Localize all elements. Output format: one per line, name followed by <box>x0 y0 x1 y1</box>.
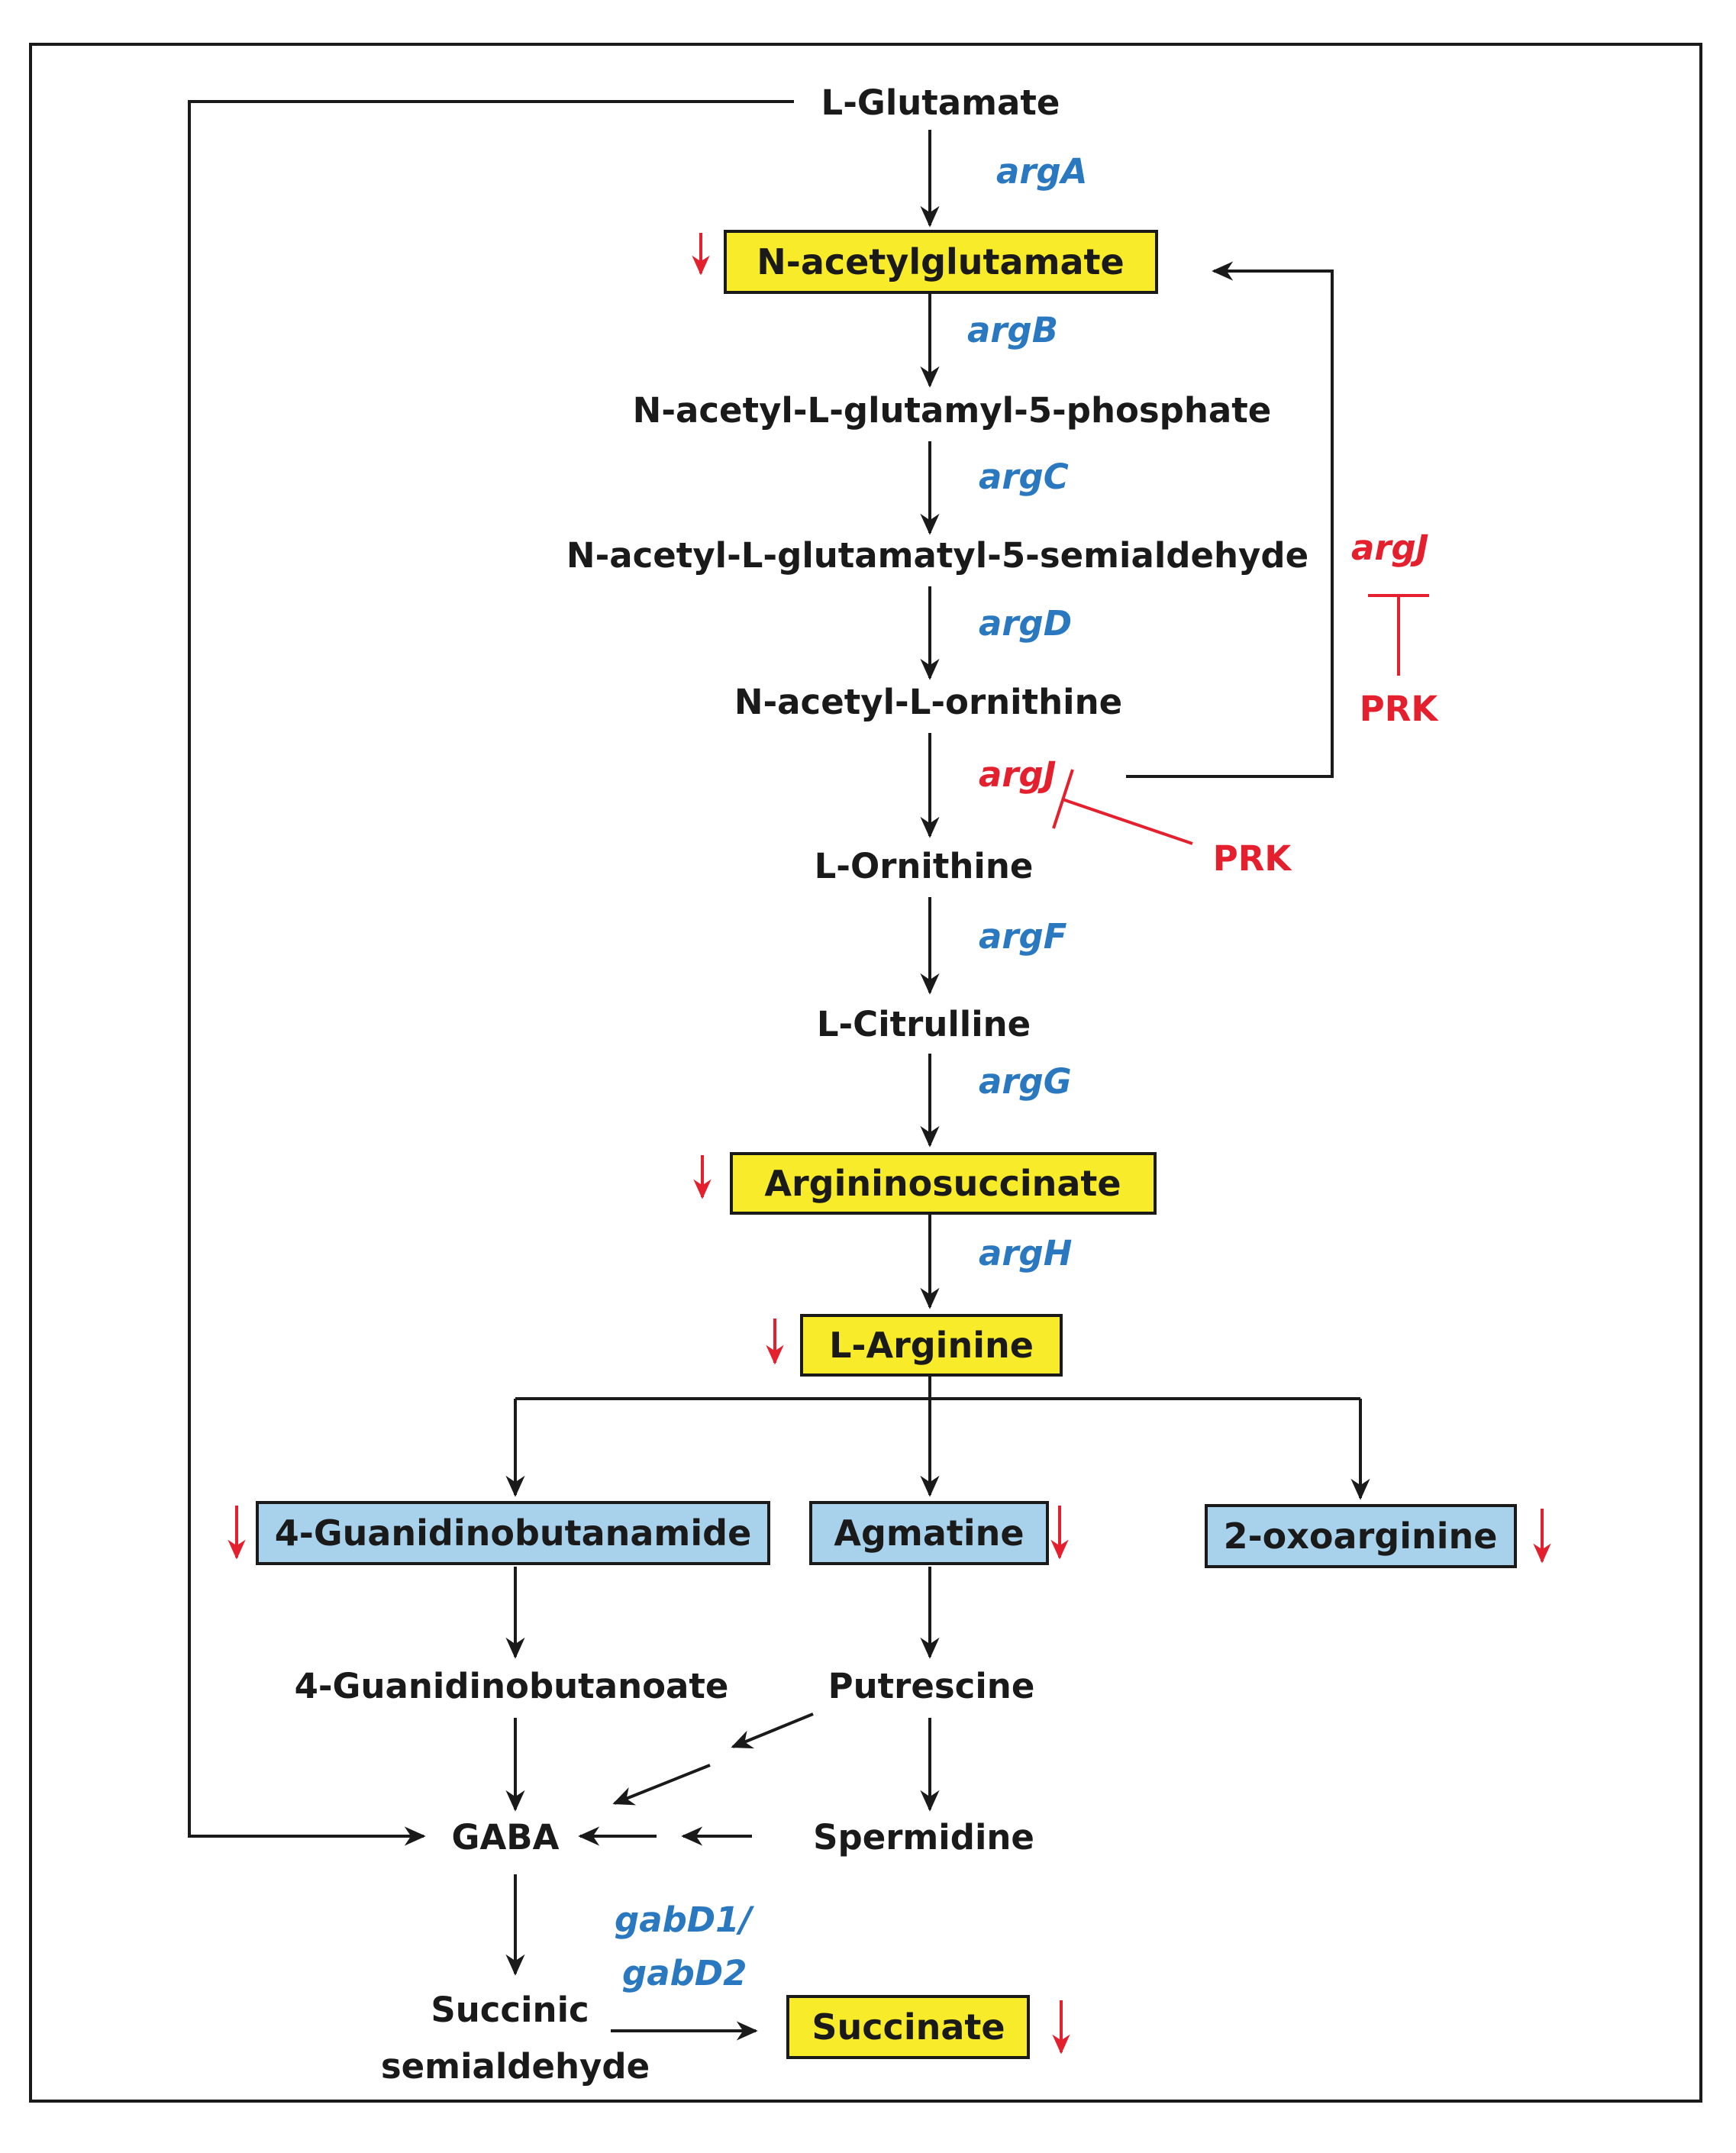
gene-argg-label: argG <box>979 1061 1072 1102</box>
n-acetyl-glutamatyl-semialdehyde-label: N-acetyl-L-glutamatyl-5-semialdehyde <box>566 535 1308 576</box>
gaba-label: GABA <box>452 1817 560 1858</box>
l-arginine-label: L-Arginine <box>829 1325 1034 1366</box>
spermidine-label: Spermidine <box>813 1817 1034 1858</box>
oxoarginine-box <box>1205 1504 1517 1568</box>
gene-argh-label: argH <box>979 1233 1072 1273</box>
figure-frame <box>29 43 1702 2103</box>
gene-arga-label: argA <box>996 151 1088 192</box>
putrescine-label: Putrescine <box>828 1666 1035 1706</box>
gene-argb-label: argB <box>967 310 1058 350</box>
l-glutamate-label: L-Glutamate <box>821 82 1060 123</box>
n-acetyl-glutamyl-phosphate-label: N-acetyl-L-glutamyl-5-phosphate <box>633 390 1272 431</box>
agmatine-label: Agmatine <box>834 1512 1024 1554</box>
oxoarginine-label: 2-oxoarginine <box>1224 1515 1498 1557</box>
gene-gabd-label-line2: gabD2 <box>622 1953 747 1993</box>
prk-lower-label: PRK <box>1213 838 1293 879</box>
succinic-semialdehyde-label-line1: Succinic <box>431 1990 589 2030</box>
arrow-argj-recycle-to-nag <box>1126 261 1334 778</box>
succinic-semialdehyde-label-line2: semialdehyde <box>381 2046 650 2087</box>
succinate-label: Succinate <box>812 2006 1005 2048</box>
succinate-box <box>786 1995 1030 2059</box>
prk-lower-inhibition-bar <box>1052 769 1074 829</box>
n-acetyl-ornithine-label: N-acetyl-L-ornithine <box>734 682 1122 722</box>
agmatine-box <box>809 1501 1049 1565</box>
arrow-glutamate-to-gaba <box>188 100 794 1846</box>
argininosuccinate-label: Argininosuccinate <box>764 1163 1121 1204</box>
prk-lower-inhibition-line <box>1062 798 1193 845</box>
l-arginine-box <box>800 1314 1063 1377</box>
gene-argj-pathway-label: argJ <box>979 754 1057 795</box>
gene-gabd-label-line1: gabD1/ <box>615 1900 754 1940</box>
l-citrulline-label: L-Citrulline <box>817 1004 1031 1044</box>
guanidinobutanamide-label: 4-Guanidinobutanamide <box>275 1512 752 1554</box>
gene-argd-label: argD <box>979 603 1072 644</box>
prk-upper-label: PRK <box>1360 689 1440 729</box>
l-ornithine-label: L-Ornithine <box>815 846 1034 886</box>
argininosuccinate-box <box>730 1152 1157 1215</box>
guanidinobutanamide-box <box>256 1501 770 1565</box>
arrow-putrescine-to-gaba-part1 <box>731 1712 814 1749</box>
n-acetylglutamate-label: N-acetylglutamate <box>757 241 1124 282</box>
n-acetylglutamate-box <box>724 230 1158 294</box>
gene-argj-feedback-label: argJ <box>1351 528 1429 568</box>
gene-argf-label: argF <box>979 916 1067 957</box>
gene-argc-label: argC <box>979 457 1069 497</box>
arrow-putrescine-to-gaba-part2 <box>612 1764 711 1806</box>
guanidinobutanoate-label: 4-Guanidinobutanoate <box>295 1666 729 1706</box>
